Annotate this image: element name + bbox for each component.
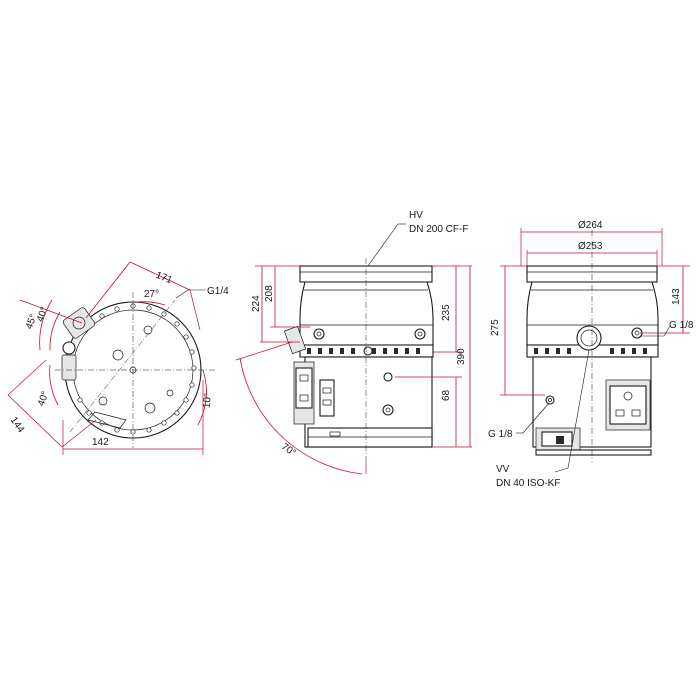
dim-224: 224 — [251, 295, 262, 312]
dim-171: 171 — [154, 270, 174, 287]
side-view: HV DN 200 CF-F 224 208 235 390 68 70° — [235, 210, 472, 475]
port-label-g1-8-right: G 1/8 — [669, 320, 694, 331]
dim-40-deg-lower: 40° — [36, 390, 52, 408]
dim-10-deg: 10° — [202, 393, 214, 409]
dim-27-deg: 27° — [144, 289, 159, 300]
front-view: Ø264 Ø253 275 143 G 1/8 G 1/8 VV DN 40 I… — [488, 220, 694, 489]
vv-label: VV — [496, 464, 510, 475]
dim-275: 275 — [490, 319, 501, 336]
front-view-vv-port — [576, 325, 602, 351]
hv-label: HV — [409, 210, 423, 221]
dim-390: 390 — [456, 348, 467, 365]
dim-dia-253: Ø253 — [578, 241, 603, 252]
hv-flange-label: DN 200 CF-F — [409, 224, 468, 235]
dim-70-deg: 70° — [279, 441, 298, 459]
port-label-g1-4: G1/4 — [207, 286, 229, 297]
dim-142: 142 — [92, 437, 109, 448]
dim-144: 144 — [8, 415, 27, 435]
dim-208: 208 — [264, 285, 275, 302]
vv-flange-label: DN 40 ISO-KF — [496, 478, 560, 489]
dim-235: 235 — [441, 304, 452, 321]
dim-45-deg: 45° — [24, 313, 40, 331]
dim-68: 68 — [441, 389, 452, 401]
top-view-port-boss — [62, 307, 96, 339]
dim-143: 143 — [671, 288, 682, 305]
port-label-g1-8-left: G 1/8 — [488, 429, 513, 440]
dim-dia-264: Ø264 — [578, 220, 603, 231]
top-view: 171 27° 45° 40° 40° 144 142 10° G1/4 — [8, 261, 229, 455]
top-view-bolt-holes — [77, 303, 197, 435]
dim-40-deg-upper: 40° — [35, 305, 51, 323]
